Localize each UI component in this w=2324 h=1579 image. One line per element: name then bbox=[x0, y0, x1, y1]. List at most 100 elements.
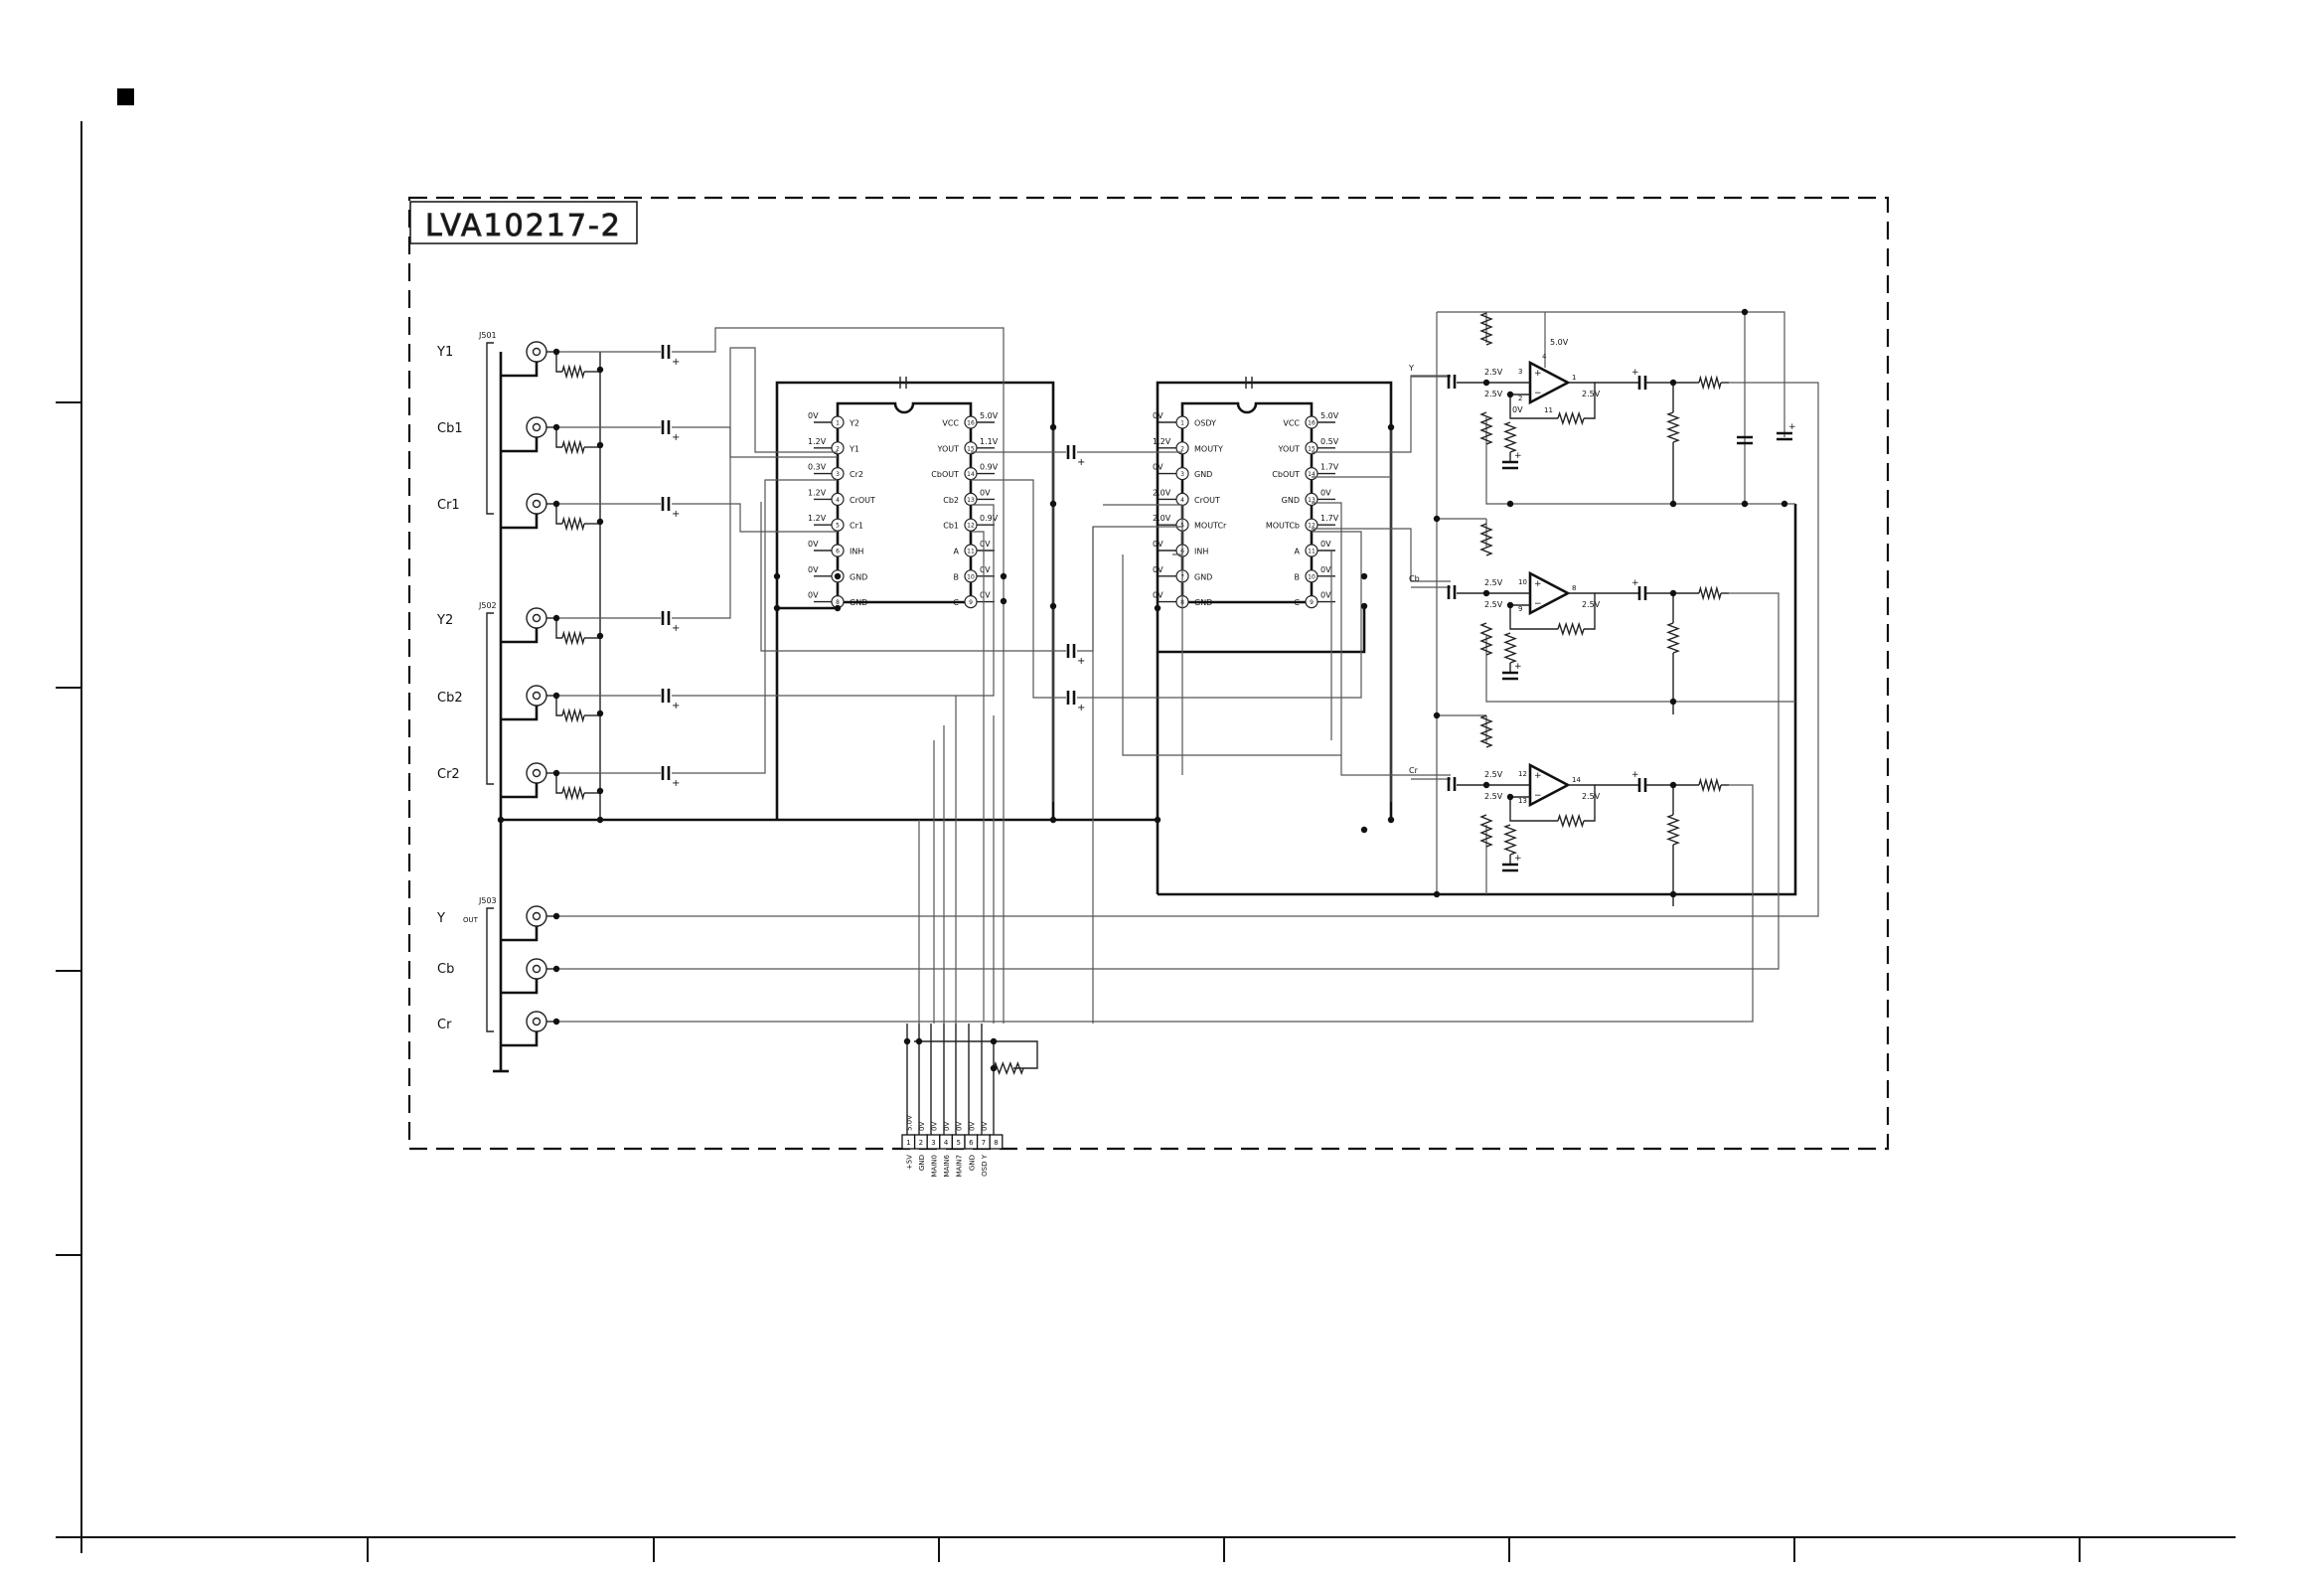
coupling-capacitors: +++++++++ bbox=[661, 345, 1085, 789]
termination-resistor bbox=[561, 785, 585, 801]
junction-dot bbox=[1360, 572, 1368, 580]
connector-pin-name: +5V bbox=[905, 1155, 913, 1170]
junction-dot bbox=[596, 632, 604, 640]
rail-decoupling-cap bbox=[1737, 435, 1753, 445]
ic1-pin-voltage: 0.3V bbox=[808, 463, 827, 472]
ic2-pin-number: 16 bbox=[1308, 420, 1316, 427]
ic2-pin-number: 13 bbox=[1308, 497, 1316, 504]
ic1-pin-voltage: 0V bbox=[808, 591, 819, 600]
junction-dot bbox=[552, 500, 560, 508]
junction-dot bbox=[990, 1037, 998, 1045]
op-amp-shunt-resistor bbox=[1666, 622, 1680, 654]
op-amp-output-cap bbox=[1637, 586, 1647, 600]
ic1-pin-number: 6 bbox=[836, 549, 840, 555]
ic2-pin-name: MOUTY bbox=[1194, 444, 1223, 453]
ic1-pin-name: YOUT bbox=[937, 444, 960, 453]
rca-jack-ring bbox=[526, 416, 547, 438]
jack-ref-j501: J501 bbox=[478, 331, 497, 340]
op-amp-feedback-return bbox=[1509, 394, 1558, 419]
ic2-pin-name: C bbox=[1294, 598, 1300, 607]
junction-dot bbox=[773, 572, 781, 580]
ic2-pin-voltage: 0V bbox=[1153, 565, 1163, 574]
ic1-pin-name: VCC bbox=[942, 419, 959, 428]
ic1-pin-name: Cr2 bbox=[850, 470, 863, 479]
jack-label-cb1: Cb1 bbox=[437, 421, 463, 436]
junction-dot bbox=[1506, 601, 1514, 609]
inter-ic-coupling-cap-plus: + bbox=[1077, 457, 1085, 468]
connector-pin-number: 1 bbox=[906, 1139, 910, 1147]
op-amp-plus-sign: + bbox=[1534, 771, 1542, 781]
ic2-pin-name: CbOUT bbox=[1272, 470, 1300, 479]
op-amp-pin-plus: 3 bbox=[1518, 368, 1522, 376]
ic1-vcc-cap bbox=[899, 377, 907, 389]
rca-jack-pin bbox=[532, 911, 542, 921]
ic1-pin-voltage: 0.9V bbox=[980, 514, 999, 523]
termination-lead bbox=[555, 352, 562, 373]
op-amp-vminus: 2.5V bbox=[1484, 792, 1503, 801]
junction-dot bbox=[1433, 711, 1441, 719]
ic1-pin-name: CbOUT bbox=[931, 470, 959, 479]
corner-marker bbox=[117, 88, 134, 105]
junction-dot bbox=[497, 816, 505, 824]
op-amp-output-resistor bbox=[1698, 585, 1722, 601]
op-amp-output-cap-plus: + bbox=[1631, 770, 1639, 780]
connector-pin-voltage: 0V bbox=[956, 1122, 964, 1131]
ic2-pin-voltage: 0V bbox=[1320, 591, 1331, 600]
op-amp-bias-resistor-bottom bbox=[1479, 814, 1493, 848]
inter-ic-coupling-cap bbox=[1066, 445, 1076, 459]
op-amp-gain-cap bbox=[1502, 863, 1518, 872]
ic1-pin-name: Cr1 bbox=[850, 522, 863, 531]
junction-dot bbox=[552, 692, 560, 700]
connector-routing bbox=[906, 1024, 1038, 1135]
ic1-pin-voltage: 0V bbox=[980, 565, 991, 574]
input-coupling-cap bbox=[661, 497, 671, 511]
connector-pin-name: MAIN0 bbox=[931, 1155, 939, 1178]
op-amp-gain-cap-plus: + bbox=[1514, 451, 1522, 461]
op-amp-bias-resistor-bottom bbox=[1479, 411, 1493, 445]
op-amp-bias-resistor-top bbox=[1479, 523, 1493, 556]
ic1-pin-name: GND bbox=[850, 572, 867, 581]
termination-resistor bbox=[561, 630, 585, 646]
ic2-pin-voltage: 1.7V bbox=[1320, 463, 1339, 472]
connector-pin-number: 3 bbox=[931, 1139, 935, 1147]
op-amp-pin-plus: 12 bbox=[1518, 770, 1527, 778]
ic2-pin-name: A bbox=[1295, 548, 1301, 556]
connector-pin-name: MAIN6 bbox=[943, 1154, 951, 1177]
junction-dot bbox=[1387, 816, 1395, 824]
junction-dot bbox=[1433, 890, 1441, 898]
op-amp-input-cap bbox=[1447, 585, 1457, 599]
junction-dot bbox=[1669, 500, 1677, 508]
termination-lead bbox=[555, 773, 562, 794]
connector-pin-number: 4 bbox=[944, 1139, 949, 1147]
ic1-pin-voltage: 0V bbox=[808, 540, 819, 549]
jack-label-cr1: Cr1 bbox=[437, 498, 460, 513]
ic1-pin-name: GND bbox=[850, 598, 867, 607]
junction-dot bbox=[903, 1037, 911, 1045]
connector-pin-name: MAIN7 bbox=[956, 1155, 964, 1178]
output-routing bbox=[556, 382, 1819, 1023]
junction-dot bbox=[1154, 604, 1162, 612]
board-title-box bbox=[409, 201, 638, 244]
op-amp-vout: 2.5V bbox=[1582, 600, 1601, 609]
jack-label-cbout: Cb bbox=[437, 962, 454, 977]
input-coupling-cap-plus: + bbox=[672, 623, 680, 634]
connector-pin-number: 2 bbox=[919, 1139, 923, 1147]
ic2-pin-number: 4 bbox=[1180, 497, 1184, 504]
main-connector: 15.0V+5V20VGND30VMAIN040VMAIN650VMAIN760… bbox=[901, 1061, 1024, 1178]
ic1-body bbox=[836, 401, 973, 604]
connector-pin-voltage: 0V bbox=[931, 1122, 939, 1131]
junction-dot bbox=[1049, 423, 1057, 431]
ic1-pin-name: Y2 bbox=[849, 419, 859, 428]
rca-jack-shield bbox=[501, 979, 539, 995]
input-coupling-cap-plus: + bbox=[672, 432, 680, 443]
connector-pin-cell bbox=[989, 1134, 1004, 1150]
connector-pin-number: 5 bbox=[956, 1139, 960, 1147]
junction-dot bbox=[596, 787, 604, 795]
input-coupling-cap bbox=[661, 345, 671, 359]
junction-dot bbox=[552, 423, 560, 431]
op-amp-gnd-pin: 11 bbox=[1544, 406, 1553, 414]
termination-resistor bbox=[561, 516, 585, 532]
termination-lead bbox=[555, 504, 562, 525]
ic1-pin-voltage: 0V bbox=[980, 488, 991, 497]
rail-electrolytic-cap-plus: + bbox=[1788, 422, 1796, 432]
